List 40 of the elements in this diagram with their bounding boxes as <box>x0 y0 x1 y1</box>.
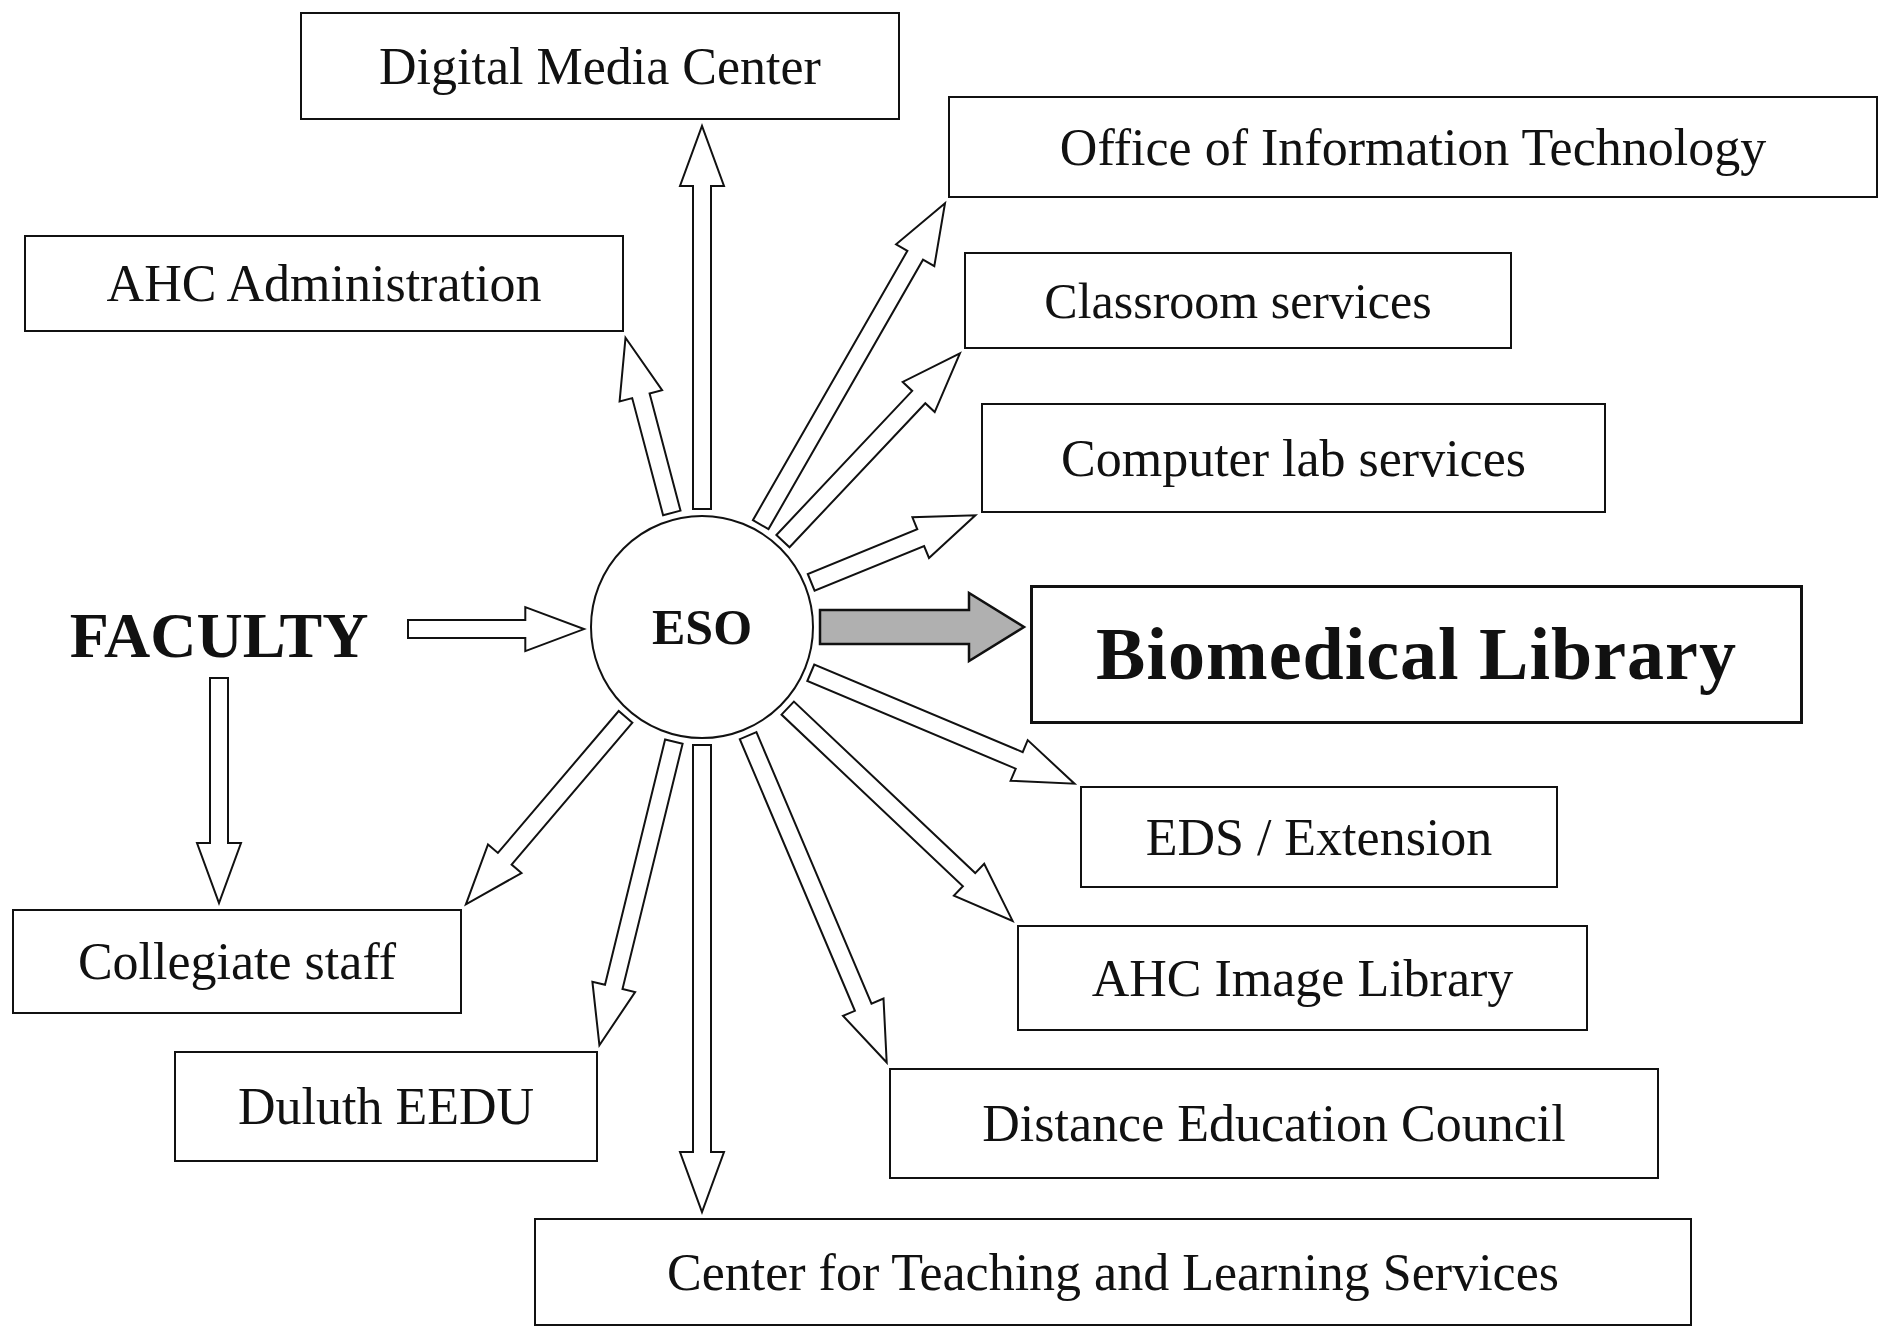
process-box <box>1080 786 1558 888</box>
process-box <box>948 96 1878 198</box>
process-box <box>174 1051 598 1162</box>
block-arrow <box>464 709 634 907</box>
node-label: EDS / Extension <box>1145 807 1493 867</box>
node-label: ESO <box>651 598 753 656</box>
process-box <box>964 252 1512 349</box>
node-label: AHC Image Library <box>1091 948 1514 1008</box>
block-arrow <box>775 351 962 549</box>
node-label: Biomedical Library <box>1096 612 1737 697</box>
block-arrow <box>806 514 979 592</box>
node-label: Classroom services <box>1044 271 1432 330</box>
block-arrow <box>806 663 1078 785</box>
process-box <box>534 1218 1692 1326</box>
node-label: Collegiate staff <box>77 932 397 991</box>
block-arrow <box>678 123 726 510</box>
process-box <box>24 235 624 332</box>
block-arrow <box>591 738 684 1049</box>
process-box <box>12 909 462 1014</box>
node-label: Digital Media Center <box>379 36 821 96</box>
block-arrow <box>751 200 947 531</box>
node-label: Duluth EEDU <box>237 1077 535 1136</box>
process-box <box>300 12 900 120</box>
block-arrow <box>407 605 587 653</box>
node-label: Office of Information Technology <box>1059 117 1767 177</box>
process-box <box>1030 585 1803 724</box>
group-label: FACULTY <box>69 599 369 673</box>
process-box <box>1017 925 1588 1031</box>
process-box <box>981 403 1606 513</box>
block-arrow <box>818 590 1027 664</box>
process-box <box>889 1068 1659 1179</box>
block-arrow <box>738 730 888 1066</box>
block-arrow <box>195 677 243 906</box>
block-arrow <box>618 335 682 517</box>
node-label: Distance Education Council <box>982 1094 1566 1153</box>
node-label: AHC Administration <box>106 254 542 313</box>
block-arrow <box>678 744 726 1215</box>
node-label: Center for Teaching and Learning Services <box>666 1242 1560 1302</box>
block-arrow <box>780 700 1015 923</box>
node-label: Computer lab services <box>1061 428 1526 488</box>
